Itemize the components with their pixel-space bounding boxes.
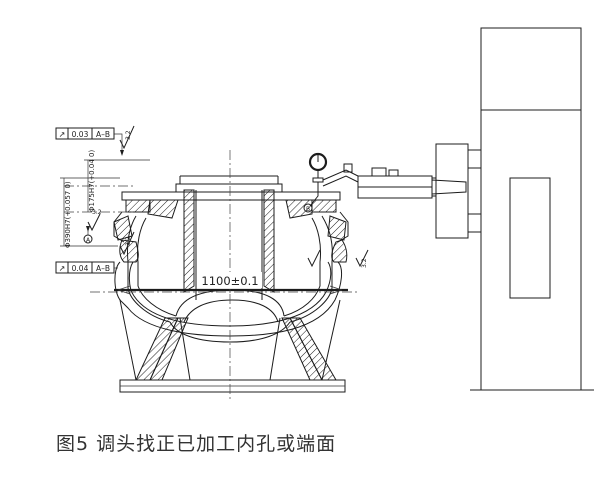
surface-finish-right: 3.2 <box>361 258 368 268</box>
top-frame-symbol: ↗ <box>59 130 66 139</box>
bottom-frame-symbol: ↗ <box>59 264 66 273</box>
center-width-dimension: 1100±0.1 <box>117 272 343 295</box>
center-lines <box>64 150 360 400</box>
datum-a-label: A <box>86 237 91 244</box>
dia-small-label: Φ175H7(+0.04 0) <box>88 150 96 212</box>
top-frame-datum: A–B <box>96 130 110 139</box>
dial-indicator <box>308 152 359 207</box>
datum-b-label: B <box>306 206 310 213</box>
center-width-label: 1100±0.1 <box>201 274 258 288</box>
bottom-frame-value: 0.04 <box>72 264 89 273</box>
surface-finish-top: 3.2 <box>125 130 132 140</box>
machine-column <box>470 27 594 391</box>
dia-large-label: Φ390H7(+0.057 0) <box>64 181 72 248</box>
diameter-dimensions: Φ390H7(+0.057 0) Φ175H7(+0.04 0) A <box>60 150 150 248</box>
surface-finish-bottom: 3.2 <box>125 236 132 246</box>
datum-b-marker: B <box>303 203 313 213</box>
top-frame-value: 0.03 <box>72 130 89 139</box>
figure-caption: 图5 调头找正已加工内孔或端面 <box>56 433 337 455</box>
tolerance-frame-bottom: ↗ 0.04 A–B <box>55 261 118 274</box>
surface-finish-marks: 3.2 3.2 3.2 3.2 <box>87 125 369 268</box>
workpiece-casting <box>113 175 349 393</box>
engineering-drawing: 1100±0.1 Φ390H7(+0.057 0) Φ175H7(+0.04 0… <box>55 27 594 400</box>
boring-spindle-head <box>431 143 482 239</box>
bottom-frame-datum: A–B <box>96 264 110 273</box>
boring-bar <box>357 167 433 199</box>
surface-finish-mid: 3.2 <box>92 209 102 216</box>
tolerance-frame-top: ↗ 0.03 A–B <box>55 127 124 156</box>
